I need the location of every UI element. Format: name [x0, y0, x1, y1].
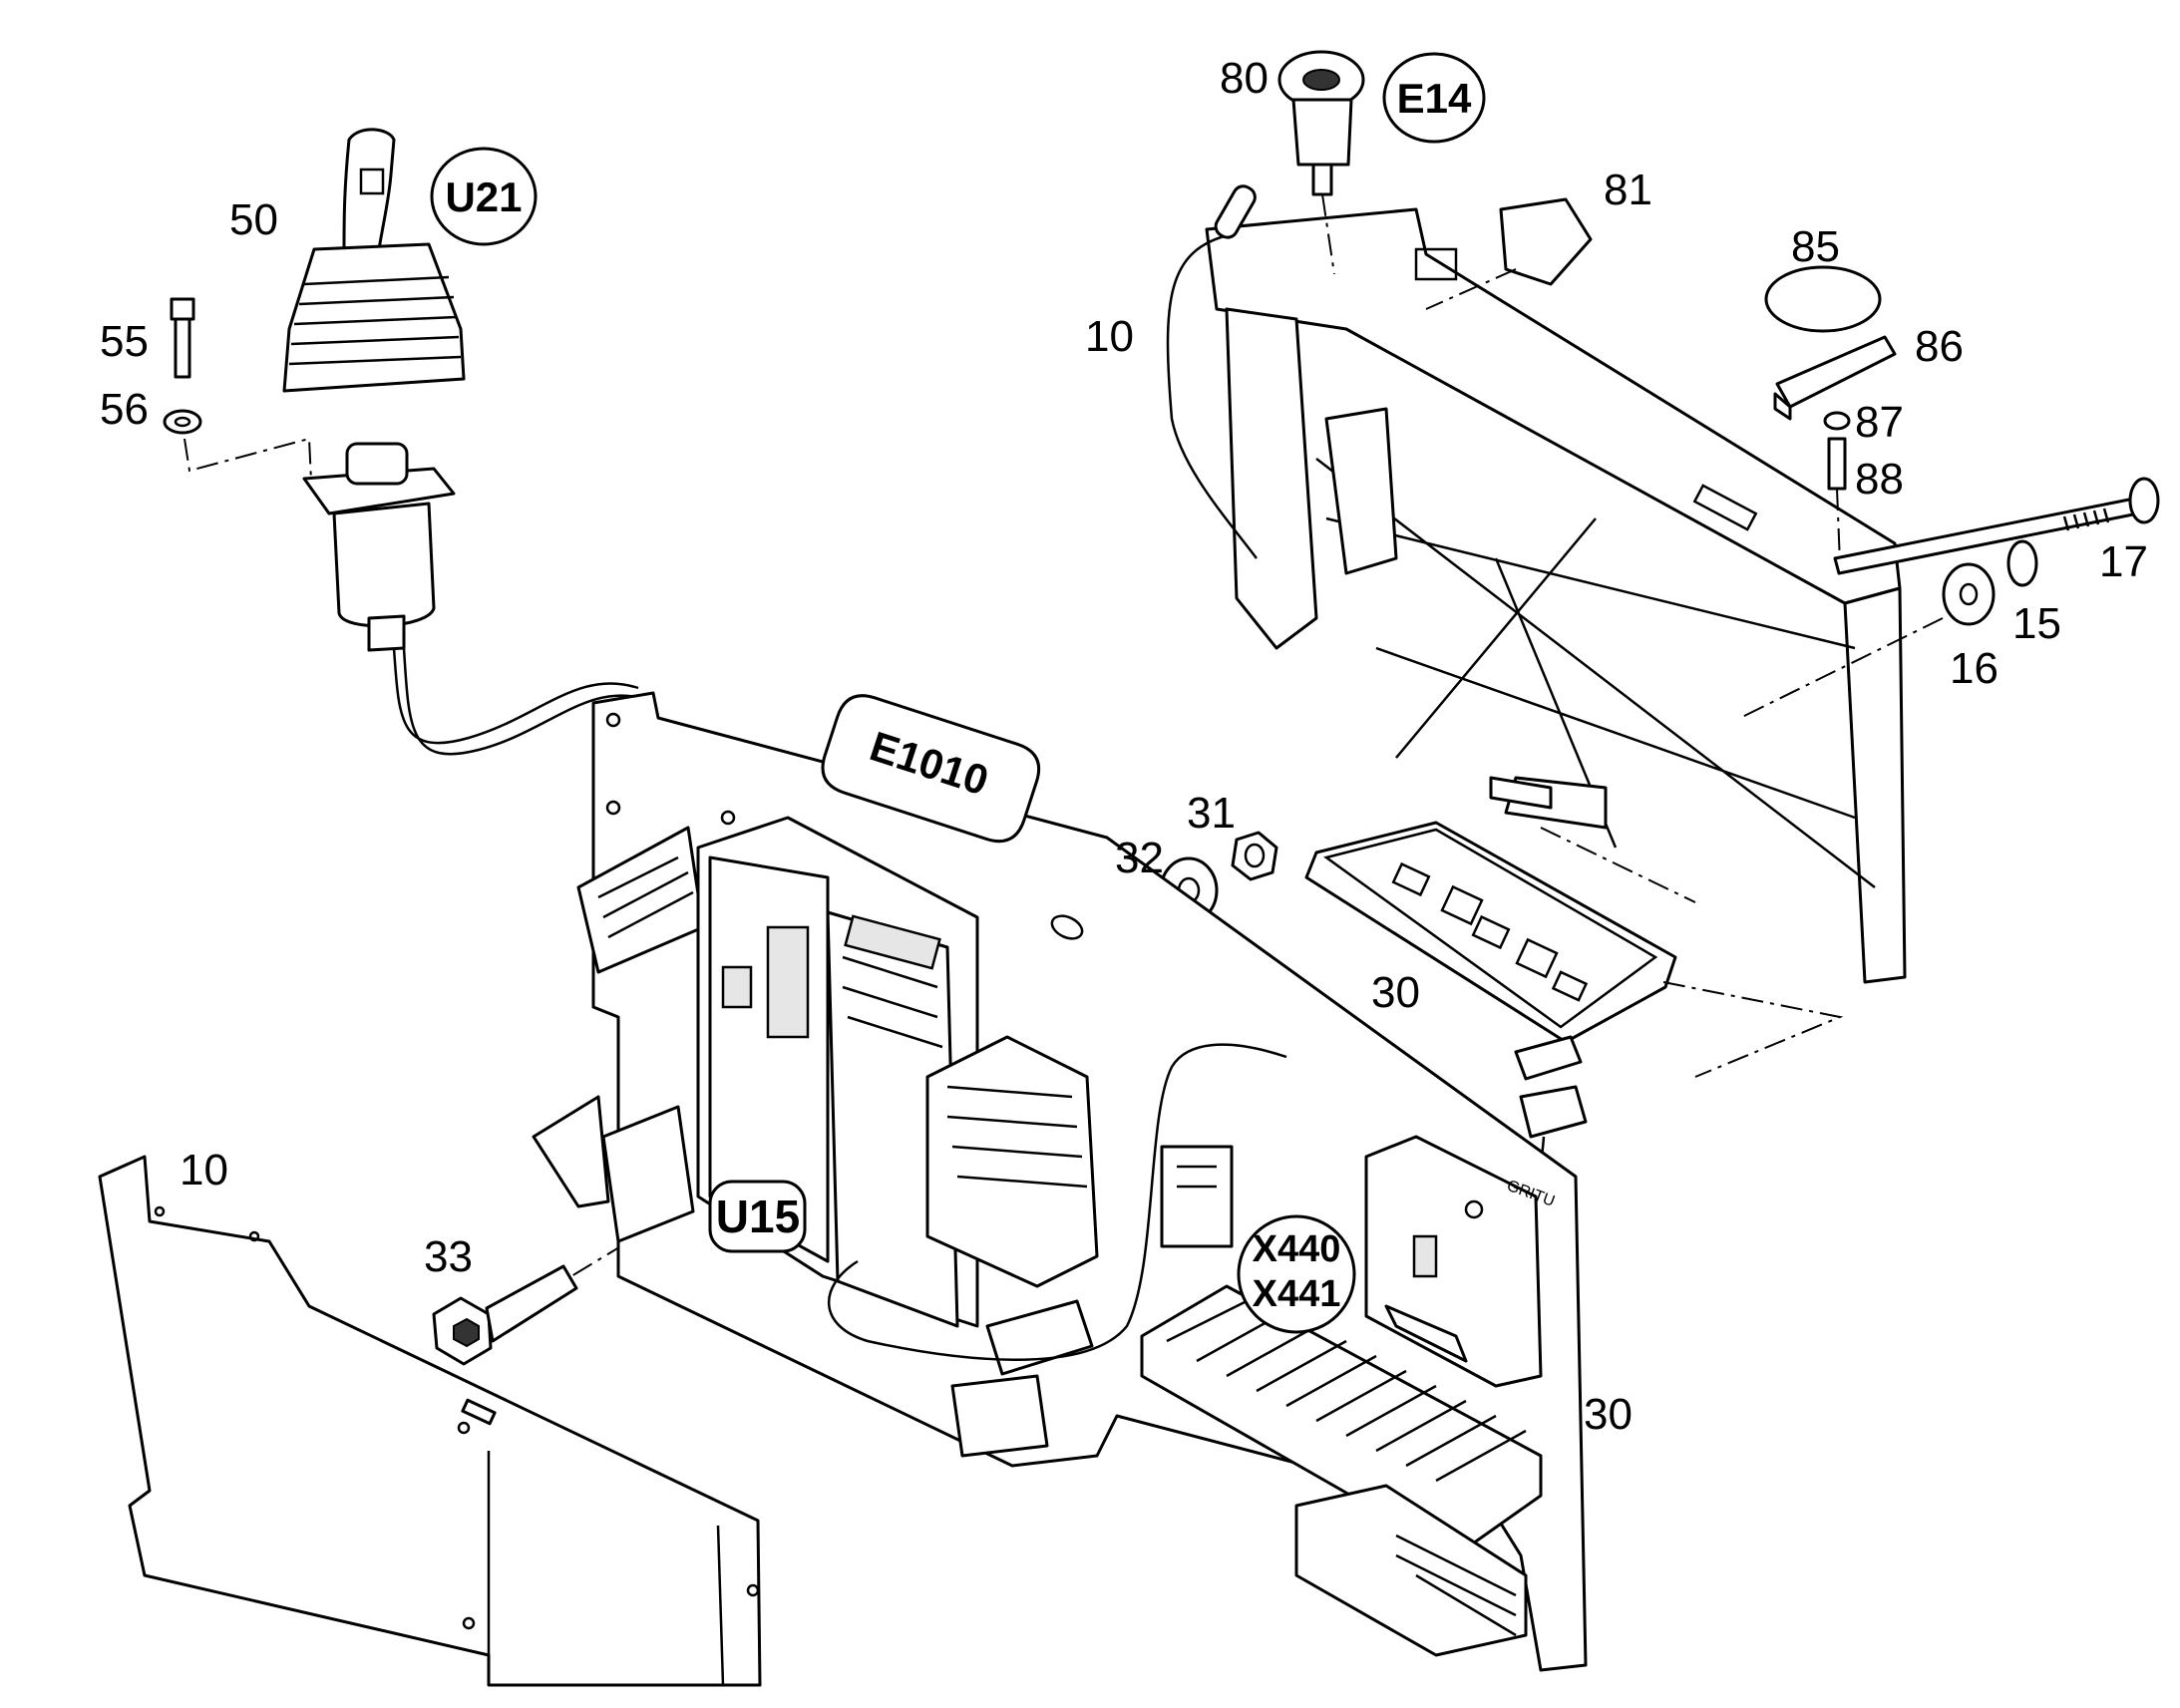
gritu-relay	[1412, 1234, 1438, 1278]
callout-10-cover: 10	[180, 1146, 228, 1195]
rail-knob	[1214, 184, 1257, 239]
callout-33: 33	[424, 1232, 473, 1281]
nut-31	[1231, 831, 1278, 881]
callout-80: 80	[1220, 54, 1269, 103]
joystick-cable	[392, 647, 639, 745]
callout-10-frame: 10	[1085, 312, 1134, 361]
frame-socket-hole	[1414, 247, 1458, 281]
callout-30-plate: 30	[1584, 1390, 1633, 1439]
callout-50: 50	[229, 195, 278, 244]
terminal-clamps	[1294, 1484, 1528, 1657]
ref-bubble-u21: U21	[430, 147, 538, 246]
socket-body	[1291, 98, 1353, 167]
terminal-block-center	[925, 1035, 1099, 1288]
callout-85: 85	[1791, 222, 1840, 271]
cap-81	[1425, 197, 1593, 310]
callout-30-display: 30	[1371, 968, 1420, 1017]
joystick-bellows	[282, 242, 466, 393]
ref-bubble-u15: U15	[708, 1180, 807, 1253]
callout-55: 55	[100, 317, 149, 366]
joystick-assembly	[282, 128, 649, 756]
frame-bracket	[1324, 407, 1398, 575]
parts-15-17	[1739, 477, 2160, 719]
bolt-17-head	[2128, 477, 2160, 524]
callout-87: 87	[1855, 398, 1904, 447]
cover-panel	[98, 1155, 762, 1687]
ref-label-u15: U15	[716, 1191, 800, 1242]
handle-button	[359, 168, 385, 195]
controller-chip	[721, 965, 753, 1009]
callout-17: 17	[2099, 537, 2148, 586]
callout-32: 32	[1115, 834, 1164, 882]
socket-80	[1277, 50, 1365, 275]
ref-label-x440: X440	[1253, 1228, 1341, 1270]
connector-lower	[1519, 1085, 1588, 1139]
screw-88	[1827, 437, 1847, 491]
controller-display	[766, 925, 810, 1039]
frame-side-panel	[1843, 586, 1907, 984]
internal-cable	[828, 1043, 1287, 1361]
callout-81: 81	[1604, 166, 1652, 214]
ref-label-x441: X441	[1253, 1273, 1341, 1315]
display-board	[1304, 821, 1677, 1044]
socket-pin	[1311, 163, 1333, 196]
disc-85	[1764, 265, 1882, 333]
washer-87	[1823, 411, 1851, 431]
terminal-foot	[950, 1374, 1049, 1458]
bolt-33-shank	[485, 1264, 578, 1343]
ref-bubble-e14: E14	[1382, 52, 1486, 144]
ref-label-u21: U21	[445, 173, 522, 220]
screw-55-washer-56	[163, 297, 312, 482]
joystick-shaft	[345, 442, 409, 486]
screw-shank	[174, 317, 191, 379]
bracket-86	[1775, 335, 1897, 409]
frame-scissor-links	[1315, 458, 1876, 888]
ref-label-e14: E14	[1397, 75, 1472, 122]
callout-88: 88	[1855, 455, 1904, 504]
ref-bubble-x440-x441: X440 X441	[1237, 1214, 1356, 1334]
plate-tab	[532, 1095, 610, 1208]
callout-31: 31	[1187, 789, 1236, 838]
joystick-body	[332, 502, 436, 628]
display-module	[1304, 821, 1844, 1078]
bolt-33	[432, 1264, 578, 1366]
joystick-handle	[342, 128, 396, 251]
terminal-rail	[1140, 1284, 1543, 1557]
washer	[163, 409, 202, 435]
cover-clip	[461, 1398, 497, 1426]
callout-56: 56	[100, 385, 149, 434]
screw-head	[170, 297, 195, 321]
parts-85-88	[1764, 265, 1897, 564]
connector-x440	[1160, 1145, 1234, 1248]
ref-bubble-e1010: E1010	[821, 694, 1041, 844]
connector-upper	[1514, 1035, 1583, 1081]
washer-16	[1942, 562, 1996, 626]
frame-upright	[1225, 307, 1318, 650]
frame-lug	[1489, 776, 1553, 810]
callout-16: 16	[1950, 644, 1998, 693]
callout-86: 86	[1915, 322, 1964, 371]
terminal-strip-bottom	[985, 1299, 1094, 1376]
console-frame	[1166, 184, 1907, 984]
cover-panel-shape	[98, 1155, 762, 1687]
lock-washer-15	[2006, 539, 2038, 587]
callout-15: 15	[2012, 599, 2061, 648]
relay-block-lower	[601, 1105, 695, 1243]
callout-numbers: 50 55 56 80 81 10 85 86 87 88 17 15 16 3…	[100, 54, 2148, 1439]
frame-grab-rail	[1166, 232, 1258, 559]
